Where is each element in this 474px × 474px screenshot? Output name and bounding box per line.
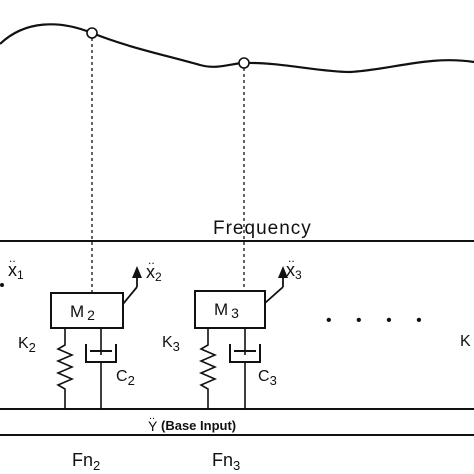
spring-label-2: K2 bbox=[18, 335, 36, 355]
base-input-label: (Base Input) bbox=[161, 418, 236, 433]
mass-block-3 bbox=[194, 290, 266, 329]
displacement-x1-label: x1 bbox=[8, 260, 24, 282]
base-input-symbol: Y bbox=[148, 418, 158, 434]
arrow-head-2 bbox=[132, 266, 142, 278]
displacement-x1-dots: .. bbox=[9, 251, 16, 265]
left-mass-edge-dot bbox=[0, 283, 4, 287]
resonance-peak-marker-3 bbox=[238, 57, 250, 69]
frequency-response-curve bbox=[0, 23, 474, 74]
displacement-dots-2: .. bbox=[148, 253, 155, 267]
damper-label-3: C3 bbox=[258, 368, 277, 388]
continuation-ellipsis: • • • • bbox=[326, 312, 432, 329]
displacement-label-3: x3 bbox=[286, 260, 302, 282]
damper-label-2: C2 bbox=[116, 368, 135, 388]
spring-label-right-partial: K bbox=[460, 333, 471, 350]
displacement-label-2: x2 bbox=[146, 262, 162, 284]
arrow-head-3 bbox=[278, 266, 288, 278]
base-input-dots: .. bbox=[149, 410, 155, 422]
spring-2 bbox=[55, 328, 75, 409]
spring-label-3: K3 bbox=[162, 334, 180, 354]
mass-block-2 bbox=[50, 292, 124, 329]
natural-frequency-label-3: Fn3 bbox=[212, 450, 240, 473]
spring-3 bbox=[198, 328, 218, 409]
resonance-peak-marker-2 bbox=[86, 27, 98, 39]
displacement-arrow-3 bbox=[264, 286, 284, 304]
displacement-dots-3: .. bbox=[288, 251, 295, 265]
displacement-arrow-2 bbox=[122, 286, 138, 305]
frequency-axis-label: Frequency bbox=[213, 218, 312, 239]
natural-frequency-label-2: Fn2 bbox=[72, 450, 100, 473]
